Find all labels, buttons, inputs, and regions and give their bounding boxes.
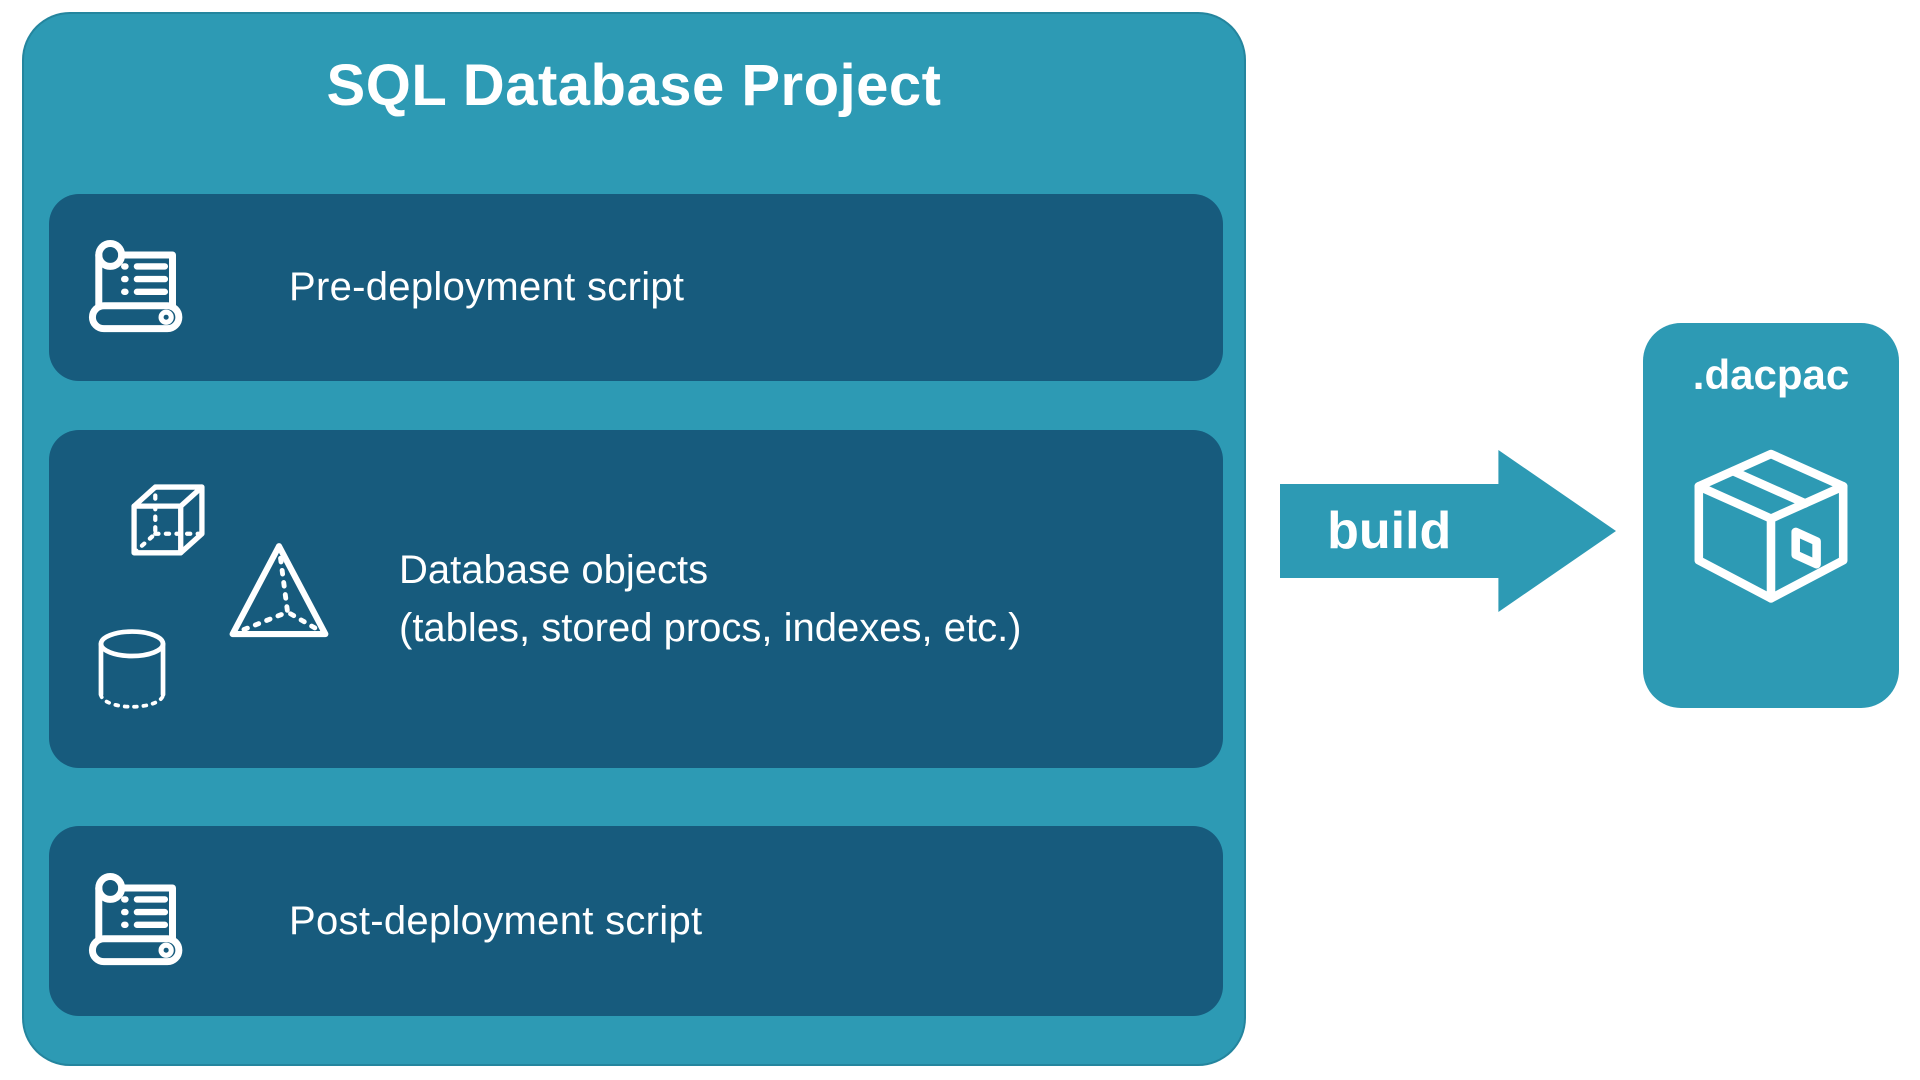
pre-deployment-script-box: Pre-deployment script <box>49 194 1223 381</box>
dacpac-box: .dacpac <box>1643 323 1899 708</box>
post-deployment-script-box: Post-deployment script <box>49 826 1223 1016</box>
pyramid-icon <box>213 534 345 656</box>
dacpac-title: .dacpac <box>1692 351 1850 398</box>
post-deployment-script-label: Post-deployment script <box>289 898 703 943</box>
build-arrow: build <box>1280 450 1616 612</box>
database-objects-label-line1: Database objects <box>399 548 709 592</box>
database-objects-box: Database objects (tables, stored procs, … <box>49 430 1223 768</box>
pre-deployment-script-label: Pre-deployment script <box>289 265 685 309</box>
cube-icon <box>111 468 225 574</box>
scroll-icon <box>81 860 203 982</box>
build-label: build <box>1327 502 1452 560</box>
package-icon <box>1676 435 1866 625</box>
scroll-icon <box>81 227 203 349</box>
database-objects-label: Database objects (tables, stored procs, … <box>399 541 1022 657</box>
database-objects-icons <box>49 430 369 768</box>
sql-database-project-container: SQL Database Project Pre-deployment scri… <box>22 12 1246 1066</box>
cylinder-icon <box>85 616 179 728</box>
database-objects-label-line2: (tables, stored procs, indexes, etc.) <box>399 606 1022 650</box>
project-title: SQL Database Project <box>326 53 942 118</box>
